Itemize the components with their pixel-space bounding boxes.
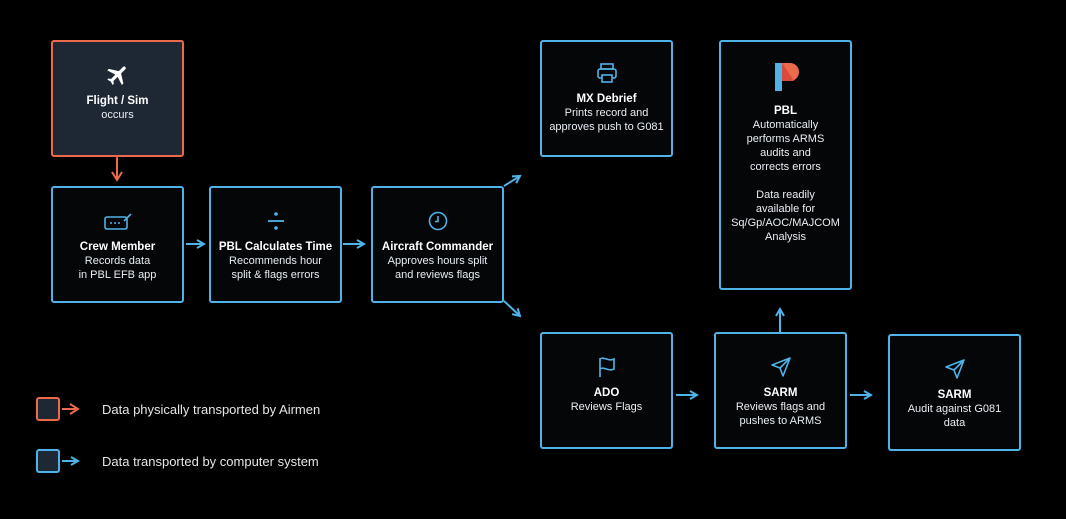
node-aircraft-commander: Aircraft Commander Approves hours split … (371, 186, 504, 303)
node-title: Flight / Sim (86, 95, 149, 107)
node-body: Automatically performs ARMS audits and c… (731, 119, 840, 243)
laptop-pen-icon (103, 208, 133, 234)
node-title: SARM (937, 389, 972, 401)
node-title: MX Debrief (576, 93, 637, 105)
node-body: Reviews flags and pushes to ARMS (735, 401, 826, 427)
pbl-logo-icon (772, 60, 800, 94)
node-pbl-calculates: PBL Calculates Time Recommends hour spli… (209, 186, 342, 303)
node-title: PBL (774, 105, 797, 117)
node-title: SARM (763, 387, 798, 399)
node-body: occurs (101, 109, 134, 121)
node-crew-member: Crew Member Records data in PBL EFB app (51, 186, 184, 303)
legend-swatch-airmen (36, 397, 60, 421)
printer-icon (595, 60, 619, 86)
flag-icon (596, 354, 618, 380)
node-title: ADO (593, 387, 620, 399)
legend-label-computer: Data transported by computer system (102, 454, 319, 469)
node-sarm-audit: SARM Audit against G081 data (888, 334, 1021, 451)
arrow-commander-to-ado (503, 300, 520, 316)
node-body: Recommends hour split & flags errors (229, 255, 322, 281)
node-title: Aircraft Commander (381, 241, 494, 253)
legend-label-airmen: Data physically transported by Airmen (102, 402, 321, 417)
node-ado: ADO Reviews Flags (540, 332, 673, 449)
legend-swatch-computer (36, 449, 60, 473)
send-icon (769, 354, 793, 380)
node-mx-debrief: MX Debrief Prints record and approves pu… (540, 40, 673, 157)
divide-icon (266, 208, 286, 234)
node-sarm-review: SARM Reviews flags and pushes to ARMS (714, 332, 847, 449)
node-body: Records data in PBL EFB app (78, 255, 157, 281)
node-body: Reviews Flags (570, 401, 643, 413)
node-title: Crew Member (79, 241, 156, 253)
clock-icon (427, 208, 449, 234)
node-body: Prints record and approves push to G081 (549, 107, 664, 133)
airplane-icon (104, 62, 132, 88)
send-icon (943, 356, 967, 382)
arrow-commander-to-mx (503, 176, 520, 187)
node-flight-sim: Flight / Sim occurs (51, 40, 184, 157)
node-body: Approves hours split and reviews flags (387, 255, 488, 281)
node-title: PBL Calculates Time (218, 241, 333, 253)
node-pbl: PBL Automatically performs ARMS audits a… (719, 40, 852, 290)
node-body: Audit against G081 data (907, 403, 1002, 429)
